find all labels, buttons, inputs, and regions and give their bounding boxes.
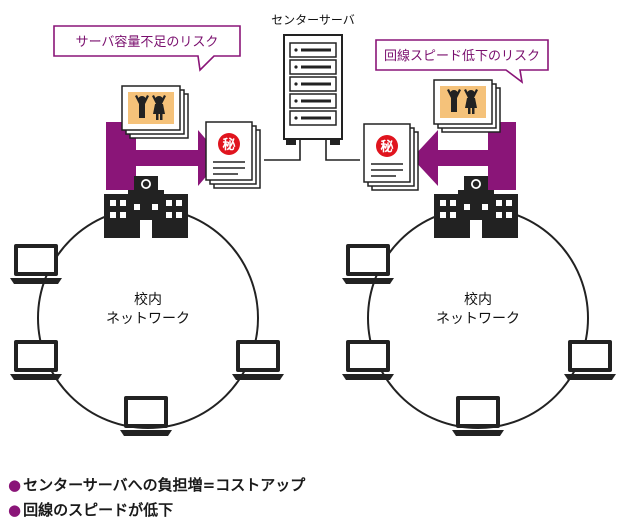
laptop-icon — [342, 244, 394, 284]
bullet-item: ●センターサーバへの負担増=コストアップ — [8, 474, 305, 495]
laptops-right — [342, 244, 616, 436]
bullet-dot-icon: ● — [8, 476, 22, 494]
secret-badge-left — [218, 133, 240, 155]
secret-mark-right: 秘 — [380, 139, 393, 155]
laptop-icon — [452, 396, 504, 436]
secret-docs-right: 秘 — [363, 123, 419, 191]
network-left-line1: 校内 — [134, 291, 162, 308]
server-label: センターサーバ — [271, 13, 355, 27]
network-left-line2: ネットワーク — [106, 311, 190, 327]
children-icon — [447, 89, 478, 114]
bullet-item: ●回線のスピードが低下 — [8, 499, 173, 520]
photo-stack-left — [121, 85, 189, 139]
laptop-icon — [232, 340, 284, 380]
bullet-dot-icon: ● — [8, 501, 22, 519]
callout-left-text: サーバ容量不足のリスク — [76, 34, 219, 50]
callout-right: 回線スピード低下のリスク — [375, 39, 549, 84]
children-icon — [135, 95, 166, 120]
arrow-right — [412, 122, 516, 190]
callout-left: サーバ容量不足のリスク — [53, 25, 241, 72]
bullet-text: 回線のスピードが低下 — [23, 501, 174, 519]
arrow-left — [106, 122, 222, 190]
laptop-icon — [564, 340, 616, 380]
network-right-line2: ネットワーク — [436, 311, 520, 327]
secret-mark-left: 秘 — [222, 137, 235, 153]
callout-right-text: 回線スピード低下のリスク — [384, 48, 540, 64]
server-rack-icon — [283, 34, 343, 145]
laptop-icon — [10, 244, 62, 284]
bullet-text: センターサーバへの負担増=コストアップ — [23, 476, 306, 494]
secret-docs-left: 秘 — [205, 121, 261, 189]
server-links — [264, 140, 360, 161]
laptops-left — [10, 244, 284, 436]
laptop-icon — [120, 396, 172, 436]
laptop-icon — [342, 340, 394, 380]
school-building-icon — [104, 176, 188, 238]
photo-stack-right — [433, 79, 501, 133]
network-right-line1: 校内 — [464, 291, 492, 308]
secret-badge-right — [376, 135, 398, 157]
laptop-icon — [10, 340, 62, 380]
school-building-icon — [434, 176, 518, 238]
